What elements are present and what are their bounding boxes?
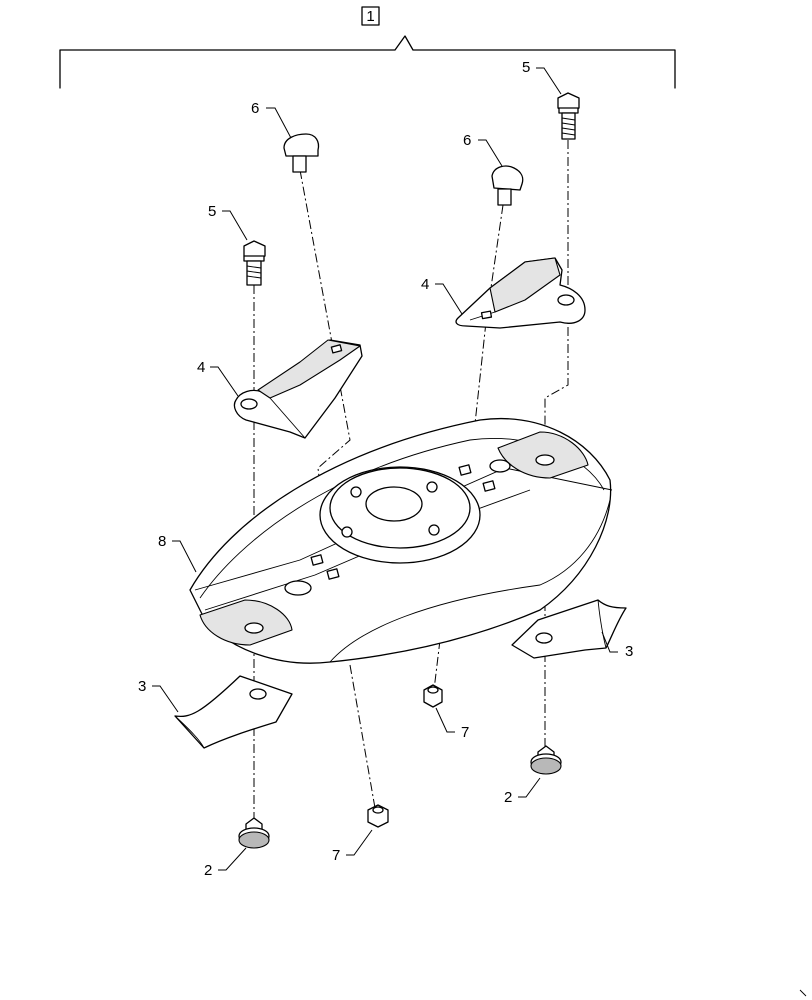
assembly-bracket: 1 (59, 6, 676, 89)
nut-center (423, 684, 443, 708)
callout-2-right: 2 (504, 789, 512, 806)
callout-3-left: 3 (138, 678, 146, 695)
callout-7-bottom: 7 (332, 847, 340, 864)
callout-8: 8 (158, 533, 166, 550)
callout-5-right: 5 (522, 59, 530, 76)
corner-mark (799, 989, 807, 997)
blade-left (174, 675, 293, 749)
leader-lines (152, 67, 618, 871)
carriage-bolt-right (491, 165, 524, 206)
callout-7-center: 7 (461, 724, 469, 741)
callout-3-right: 3 (625, 643, 633, 660)
carriage-bolt-left (283, 133, 320, 173)
callout-labels: 5 6 6 5 4 4 8 3 3 7 2 7 2 (138, 59, 633, 879)
callout-2-left: 2 (204, 862, 212, 879)
deflector-left (233, 339, 363, 439)
bolt-left (243, 240, 266, 286)
callout-6-left: 6 (251, 100, 259, 117)
nut-bottom (367, 804, 389, 828)
callout-4-right: 4 (421, 276, 429, 293)
assembly-label: 1 (366, 8, 374, 25)
flange-nut-right (530, 745, 562, 775)
main-disc (189, 418, 613, 664)
callout-5-left: 5 (208, 203, 216, 220)
blade-right (511, 599, 627, 659)
deflector-right (455, 257, 586, 329)
flange-nut-left (238, 817, 270, 849)
callout-4-left: 4 (197, 359, 205, 376)
bolt-right (557, 92, 580, 140)
callout-6-right: 6 (463, 132, 471, 149)
